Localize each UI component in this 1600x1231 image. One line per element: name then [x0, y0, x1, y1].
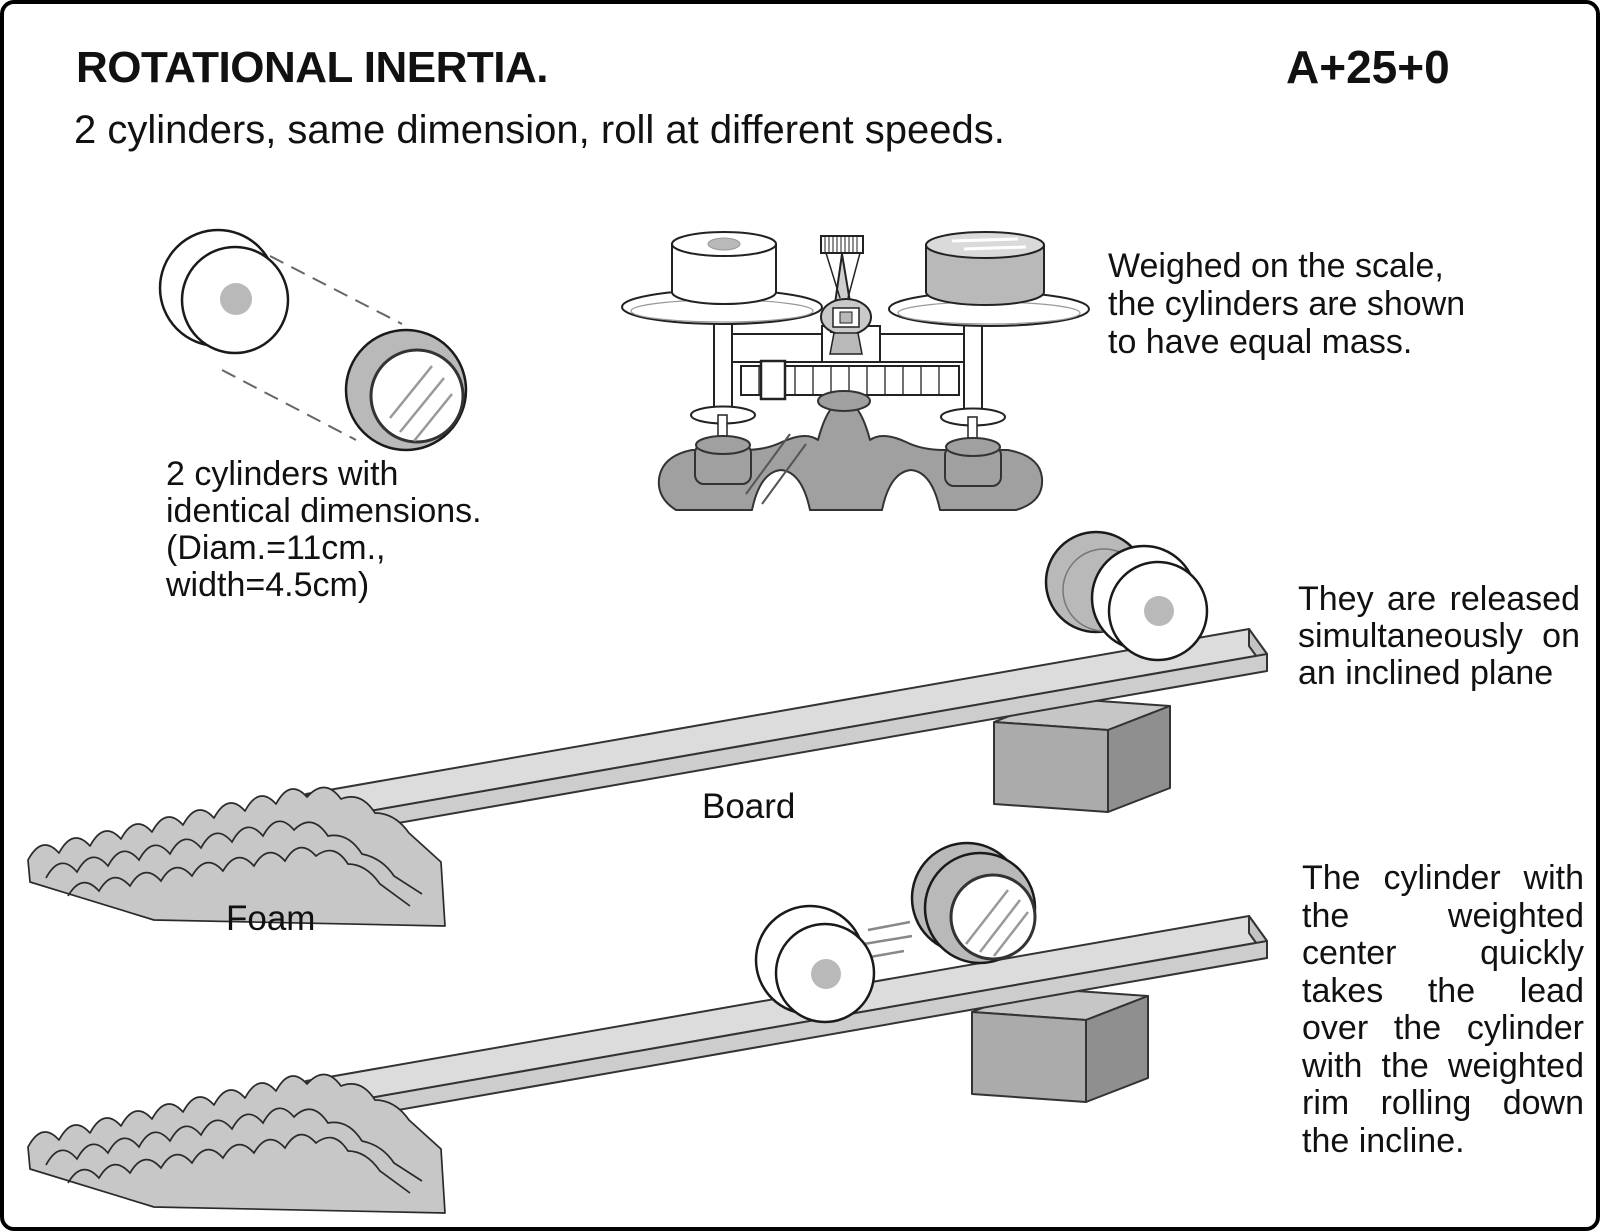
axis-dashed-line: [269, 255, 403, 325]
weighted-rim-cylinder-trailing: [910, 841, 1037, 965]
incline-upper: [27, 530, 1268, 927]
weighted-rim-cylinder: [344, 328, 468, 452]
release-caption: They are released simultaneously on an i…: [1298, 581, 1580, 692]
caption-line: They are released: [1298, 580, 1580, 618]
weighted-center-cylinder: [158, 228, 290, 355]
caption-line: over the cylinder: [1302, 1009, 1584, 1047]
page-title: ROTATIONAL INERTIA.: [76, 43, 549, 92]
caption-line: The cylinder with: [1302, 859, 1584, 897]
beam-slider-weight: [759, 359, 787, 401]
caption-line: with the weighted: [1302, 1046, 1584, 1085]
scale-pointer: [820, 235, 872, 355]
caption-line: (Diam.=11cm.,: [166, 529, 386, 567]
caption-line: the weighted: [1302, 896, 1584, 935]
rim-face: [369, 348, 465, 444]
caption-line: takes the lead: [1302, 971, 1584, 1010]
cylinders-caption: 2 cylinders with identical dimensions. (…: [166, 456, 482, 604]
scale-left-foot: [694, 435, 752, 485]
page-code: A+25+0: [1286, 41, 1450, 93]
diagram-artwork: [27, 228, 1268, 1214]
balance-scale: [621, 231, 1090, 511]
caption-line: identical dimensions.: [166, 492, 482, 530]
caption-line: 2 cylinders with: [166, 455, 399, 493]
reflection-line: [745, 433, 791, 495]
caption-line: the incline.: [1302, 1121, 1465, 1160]
result-caption: The cylinder with the weighted center qu…: [1302, 859, 1584, 1160]
reflection-line: [761, 443, 807, 505]
page-subtitle: 2 cylinders, same dimension, roll at dif…: [74, 108, 1005, 152]
caption-line: an inclined plane: [1298, 654, 1554, 692]
weighing-caption: Weighed on the scale, the cylinders are …: [1108, 247, 1465, 361]
cylinder-pair-figure: [158, 228, 468, 452]
weighted-rim-cylinder-on-scale: [925, 231, 1045, 306]
caption-line: width=4.5cm): [166, 566, 370, 604]
center-weight-dot: [220, 283, 252, 315]
axis-dashed-line: [221, 369, 357, 441]
motion-lines: [863, 920, 913, 959]
weighted-center-cylinder-on-scale: [671, 231, 777, 305]
caption-line: center quickly: [1302, 934, 1584, 972]
caption-line: to have equal mass.: [1108, 323, 1413, 361]
foam-label: Foam: [226, 899, 316, 938]
caption-line: Weighed on the scale,: [1108, 247, 1444, 285]
center-weight-dot: [707, 237, 741, 251]
center-weight-dot: [811, 959, 841, 989]
cylinder-pair-on-incline: [1044, 530, 1209, 662]
caption-line: the cylinders are shown: [1108, 285, 1466, 323]
center-weight-dot: [1144, 596, 1174, 626]
board-label: Board: [702, 787, 796, 826]
scale-right-foot: [944, 437, 1002, 487]
caption-line: simultaneously on: [1298, 617, 1580, 655]
incline-lower: [27, 841, 1268, 1214]
caption-line: rim rolling down: [1302, 1084, 1584, 1122]
base-knob: [817, 390, 871, 412]
rim-face: [949, 873, 1037, 961]
weighted-center-cylinder-leading: [754, 904, 876, 1024]
